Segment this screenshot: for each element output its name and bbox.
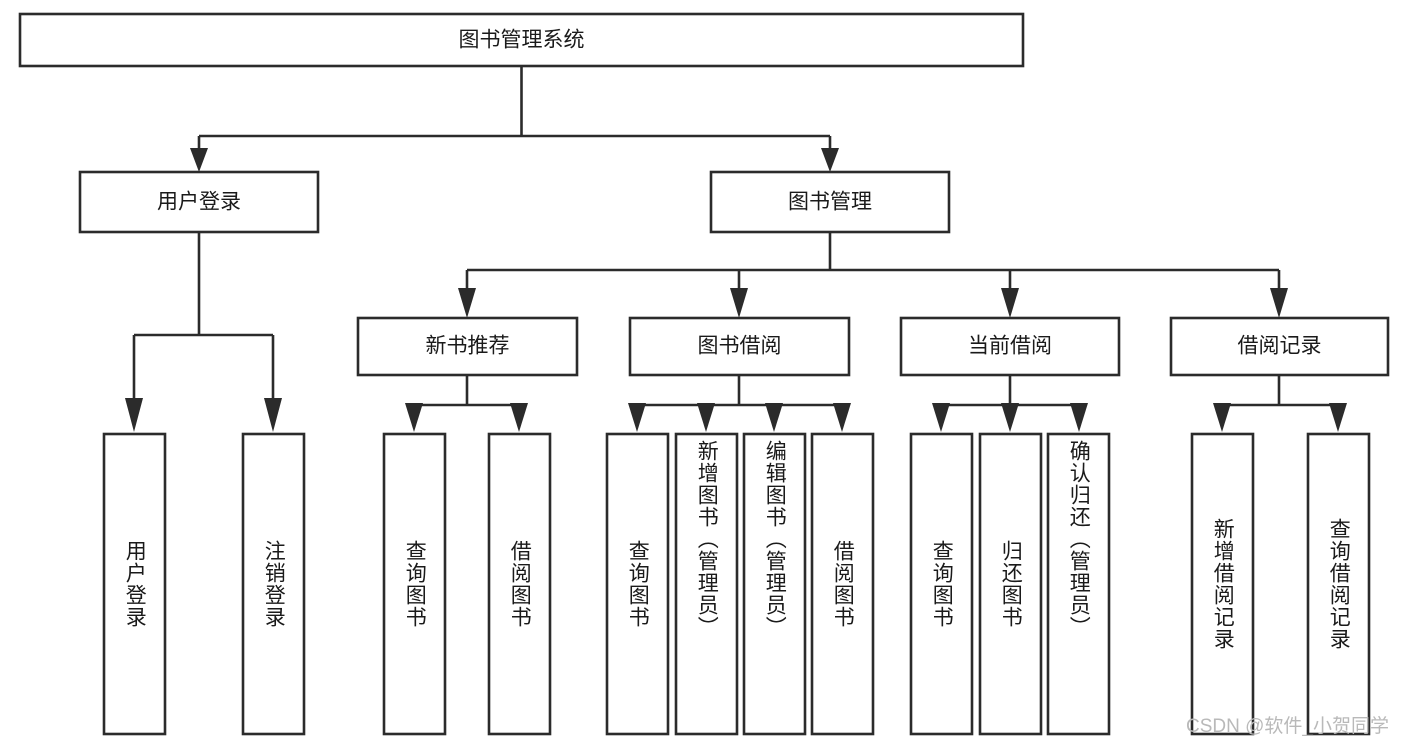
leaf-box-query-book-b[interactable]: [605, 432, 670, 736]
leaf-box-confirm-return[interactable]: [1046, 432, 1111, 736]
watermark-text: CSDN @软件_小贺同学: [1186, 716, 1389, 737]
arrow-head-user-login: [190, 148, 208, 172]
leaf-box-borrow-book-b[interactable]: [810, 432, 875, 736]
arrow-head-leaf-return-book: [1001, 403, 1019, 432]
leaf-box-return-book[interactable]: [978, 432, 1043, 736]
leaf-box-query-record[interactable]: [1306, 432, 1371, 736]
leaf-box-logout[interactable]: [241, 432, 306, 736]
connectors-newbook-to-leaves: [405, 375, 528, 432]
arrow-head-leaf-edit-book: [765, 403, 783, 432]
leaf-box-borrow-book-a[interactable]: [487, 432, 552, 736]
leaf-box-query-book-a[interactable]: [382, 432, 447, 736]
arrow-head-book-borrow: [730, 288, 748, 318]
arrow-head-current-borrow: [1001, 288, 1019, 318]
arrow-head-leaf-borrow-book-a: [510, 403, 528, 432]
node-book-borrow[interactable]: [628, 316, 851, 377]
node-new-book-recommend-label: 新书推荐: [426, 335, 510, 358]
arrow-head-leaf-add-record: [1213, 403, 1231, 432]
leaf-box-edit-book[interactable]: [742, 432, 807, 736]
leaf-box-query-book-c[interactable]: [909, 432, 974, 736]
node-root-label: 图书管理系统: [459, 29, 585, 52]
arrow-head-leaf-query-book-b: [628, 403, 646, 432]
arrow-head-borrow-record: [1270, 288, 1288, 318]
node-current-borrow-label: 当前借阅: [968, 335, 1052, 358]
arrow-head-leaf-query-book-c: [932, 403, 950, 432]
arrow-head-leaf-user-login: [125, 398, 143, 432]
connectors-root-to-level2: [190, 66, 839, 172]
leaf-box-user-login[interactable]: [102, 432, 167, 736]
connectors-currentborrow-to-leaves: [932, 375, 1088, 432]
arrow-head-book-manage: [821, 148, 839, 172]
connectors-userlogin-to-leaves: [125, 232, 282, 432]
node-root-book-management-system[interactable]: [18, 12, 1025, 68]
arrow-head-leaf-add-book: [697, 403, 715, 432]
node-book-management[interactable]: [709, 170, 951, 234]
connectors-bookborrow-to-leaves: [628, 375, 851, 432]
node-book-borrow-label: 图书借阅: [698, 335, 782, 358]
leaf-box-add-book[interactable]: [674, 432, 739, 736]
connectors-bookmanage-to-level3: [458, 232, 1288, 318]
node-user-login-label: 用户登录: [157, 191, 241, 214]
node-borrow-records[interactable]: [1169, 316, 1390, 377]
arrow-head-leaf-confirm-return: [1070, 403, 1088, 432]
node-current-borrow[interactable]: [899, 316, 1121, 377]
node-new-book-recommend[interactable]: [356, 316, 579, 377]
arrow-head-leaf-borrow-book-b: [833, 403, 851, 432]
node-book-management-label: 图书管理: [788, 191, 872, 214]
node-user-login[interactable]: [78, 170, 320, 234]
arrow-head-leaf-query-book-a: [405, 403, 423, 432]
arrow-head-new-book: [458, 288, 476, 318]
node-borrow-records-label: 借阅记录: [1238, 335, 1322, 358]
connectors-borrowrecord-to-leaves: [1213, 375, 1347, 432]
leaf-box-add-record[interactable]: [1190, 432, 1255, 736]
arrow-head-leaf-query-record: [1329, 403, 1347, 432]
arrow-head-leaf-logout: [264, 398, 282, 432]
